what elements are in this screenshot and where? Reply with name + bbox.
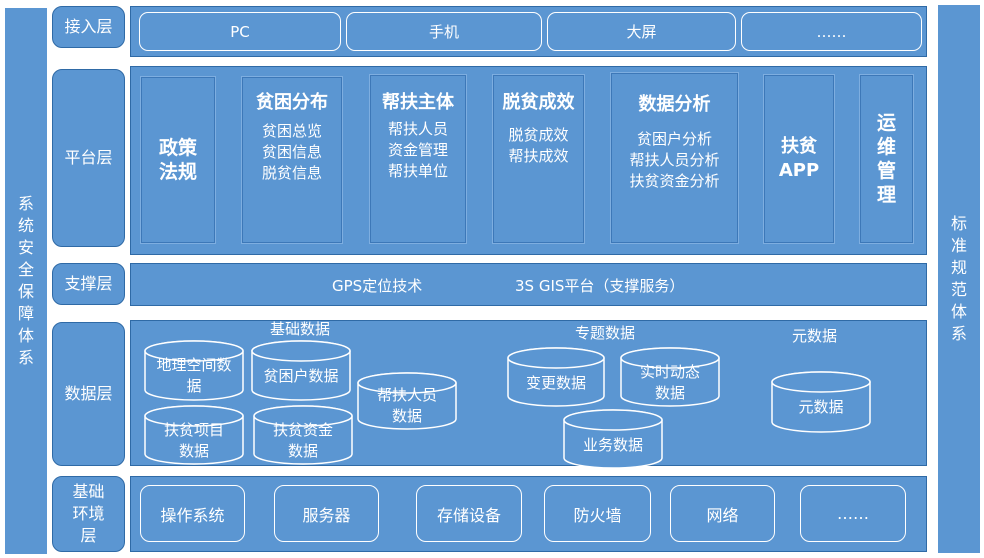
env-layer-band xyxy=(130,476,927,552)
store-projects: 扶贫项目数据 xyxy=(145,420,243,462)
env-server: 服务器 xyxy=(274,485,379,542)
env-more: …… xyxy=(800,485,906,542)
module-data-analysis: 数据分析 贫困户分析 帮扶人员分析 扶贫资金分析 xyxy=(610,72,739,244)
module-line: 扶贫资金分析 xyxy=(629,172,720,190)
module-line: 帮扶人员 xyxy=(387,120,448,138)
security-system-label: 系统安全保障体系 xyxy=(17,194,34,367)
module-line: 贫困总览 xyxy=(261,122,322,140)
data-group-meta: 元数据 xyxy=(792,327,838,345)
store-helpers-text: 帮扶人员数据 xyxy=(376,386,437,425)
module-app: 扶贫APP xyxy=(763,74,835,244)
module-line: 贫困信息 xyxy=(261,143,322,161)
module-poverty-distribution: 贫困分布 贫困总览 贫困信息 脱贫信息 xyxy=(241,76,343,244)
env-layer-text: 基础环境层 xyxy=(72,482,105,545)
module-line: 帮扶成效 xyxy=(508,147,569,165)
cylinder-top-business xyxy=(563,409,663,431)
module-line: 脱贫成效 xyxy=(508,126,569,144)
cylinder-top-funds xyxy=(253,405,353,427)
data-layer-text: 数据层 xyxy=(64,384,113,403)
data-layer-label: 数据层 xyxy=(52,322,125,466)
store-metadata: 元数据 xyxy=(772,386,870,428)
access-item-more: …… xyxy=(741,12,922,51)
data-group-basic: 基础数据 xyxy=(270,320,331,338)
cylinder-top-geo xyxy=(144,340,244,362)
platform-layer-label: 平台层 xyxy=(52,69,125,247)
module-poverty-distribution-title: 贫困分布 xyxy=(256,92,328,113)
env-storage: 存储设备 xyxy=(416,485,522,542)
store-funds-text: 扶贫资金数据 xyxy=(272,421,333,460)
support-layer-band xyxy=(130,263,927,306)
store-poor-text: 贫困户数据 xyxy=(263,366,339,385)
security-system-bar: 系统安全保障体系 xyxy=(5,8,47,554)
store-business: 业务数据 xyxy=(564,424,662,466)
module-line: 资金管理 xyxy=(387,141,448,159)
cylinder-top-realtime xyxy=(620,347,720,369)
platform-layer-text: 平台层 xyxy=(64,148,113,167)
module-line: 帮扶人员分析 xyxy=(629,151,720,169)
store-business-text: 业务数据 xyxy=(582,435,643,454)
module-assistance-subject: 帮扶主体 帮扶人员 资金管理 帮扶单位 xyxy=(369,74,467,244)
cylinder-top-metadata xyxy=(771,371,871,393)
access-layer-text: 接入层 xyxy=(64,17,113,36)
access-layer-label: 接入层 xyxy=(52,6,125,48)
store-metadata-text: 元数据 xyxy=(798,397,844,416)
standards-system-label: 标准规范体系 xyxy=(950,214,967,343)
env-os: 操作系统 xyxy=(140,485,245,542)
cylinder-top-poor xyxy=(251,340,351,362)
module-line: 贫困户分析 xyxy=(636,130,712,148)
store-funds: 扶贫资金数据 xyxy=(254,420,352,462)
module-line: 脱贫信息 xyxy=(261,164,322,182)
support-layer-text: 支撑层 xyxy=(64,274,113,293)
module-app-title: 扶贫APP xyxy=(778,136,820,181)
store-geo-text: 地理空间数据 xyxy=(156,356,232,395)
module-policy: 政策法规 xyxy=(140,76,216,244)
access-item-bigscreen: 大屏 xyxy=(547,12,736,51)
support-gis: 3S GIS平台（支撑服务） xyxy=(515,277,685,295)
module-assistance-subject-title: 帮扶主体 xyxy=(382,92,454,113)
env-firewall: 防火墙 xyxy=(544,485,651,542)
cylinder-top-helpers xyxy=(357,372,457,394)
cylinder-top-projects xyxy=(144,405,244,427)
store-change: 变更数据 xyxy=(508,362,604,404)
store-projects-text: 扶贫项目数据 xyxy=(163,421,224,460)
store-change-text: 变更数据 xyxy=(525,373,586,392)
standards-system-bar: 标准规范体系 xyxy=(938,5,980,553)
module-poverty-results: 脱贫成效 脱贫成效 帮扶成效 xyxy=(492,74,585,244)
store-geo: 地理空间数据 xyxy=(145,355,243,397)
env-layer-label: 基础环境层 xyxy=(52,476,125,552)
store-realtime: 实时动态数据 xyxy=(621,362,719,404)
support-gps: GPS定位技术 xyxy=(332,277,423,295)
module-policy-title: 政策法规 xyxy=(158,137,197,183)
cylinder-top-change xyxy=(507,347,605,369)
module-poverty-results-title: 脱贫成效 xyxy=(502,92,575,113)
store-helpers: 帮扶人员数据 xyxy=(358,385,456,427)
env-network: 网络 xyxy=(670,485,775,542)
data-group-topic: 专题数据 xyxy=(575,324,636,342)
module-operations-title: 运维管理 xyxy=(876,112,896,206)
support-layer-label: 支撑层 xyxy=(52,263,125,305)
access-item-pc: PC xyxy=(139,12,341,51)
store-poor: 贫困户数据 xyxy=(252,355,350,397)
module-operations: 运维管理 xyxy=(859,74,914,244)
store-realtime-text: 实时动态数据 xyxy=(639,363,700,402)
module-data-analysis-title: 数据分析 xyxy=(638,94,711,115)
access-item-phone: 手机 xyxy=(346,12,542,51)
module-line: 帮扶单位 xyxy=(387,162,448,180)
